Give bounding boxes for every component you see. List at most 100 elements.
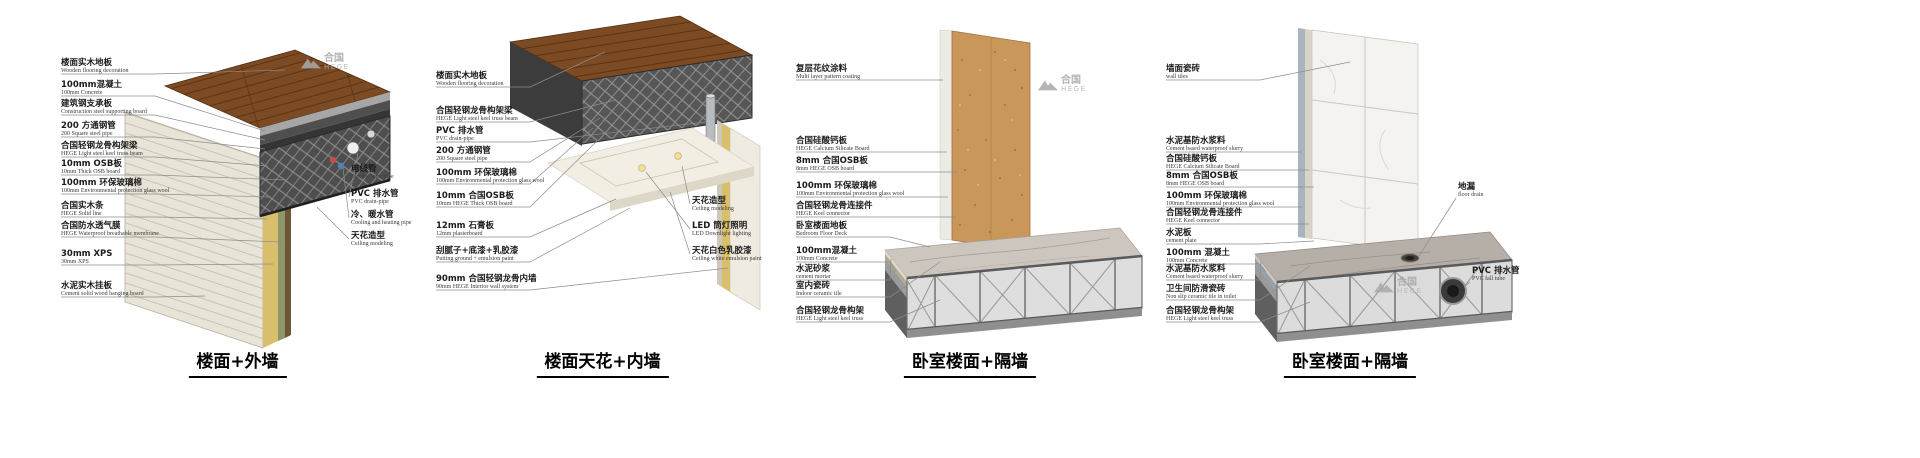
en-text: 30mm XPS	[61, 259, 89, 266]
zh-text: 楼面实木地板	[436, 71, 488, 81]
en-text: cement plate	[1166, 238, 1197, 245]
en-text: 100mm Concrete	[61, 90, 103, 97]
zh-text: 卫生间防滑瓷砖	[1166, 284, 1226, 294]
en-text: Putting ground + emulsion paint	[436, 256, 514, 263]
ceiling-step-modeling	[578, 138, 720, 187]
zh-text: 30mm XPS	[61, 249, 113, 259]
truss-posts	[934, 259, 1116, 327]
en-text: 12mm plasterboard	[436, 231, 483, 238]
en-text: Indoor ceramic tile	[796, 291, 842, 298]
zh-text: 10mm OSB板	[61, 159, 122, 169]
zh-text: 100mm 混凝土	[1166, 248, 1230, 258]
en-text: 8mm HEGE OSB board	[1166, 181, 1225, 188]
zh-text: 合国轻钢龙骨连接件	[796, 201, 873, 211]
zh-text: 合国轻钢龙骨构架梁	[61, 141, 138, 151]
zh-text: PVC 排水管	[351, 189, 399, 199]
zh-text: 合国实木条	[61, 201, 104, 211]
en-text: 200 Square steel pipe	[61, 131, 113, 138]
en-text: Multi layer pattern coating	[796, 74, 861, 81]
zh-text: 水泥实木挂板	[61, 281, 113, 291]
zh-text: 合国轻钢龙骨连接件	[1166, 208, 1243, 218]
pvc-pipe-top	[705, 93, 716, 99]
marble-vein	[939, 255, 1091, 273]
zh-text: 100mm混凝土	[61, 80, 122, 90]
electric-conduit	[366, 129, 376, 139]
en-text: PVC fall tube	[1472, 276, 1505, 283]
en-text: HEGE Light steel keel truss beam	[436, 116, 518, 123]
zh-text: 天花白色乳胶漆	[692, 246, 752, 256]
en-text: wall tiles	[1166, 74, 1188, 81]
ceiling-modeling-edge	[259, 178, 391, 218]
zh-text: 10mm 合国OSB板	[436, 191, 514, 201]
hege-mountain-logo-icon	[1374, 281, 1394, 292]
zh-text: 100mm 环保玻璃棉	[61, 178, 142, 188]
steel-board-layer-edge	[260, 100, 390, 145]
zh-text: 卧室楼面地板	[796, 221, 848, 231]
zh-text: 合国轻钢龙骨构架	[1166, 306, 1235, 316]
osb-speckles-light	[959, 59, 1021, 186]
floor-drain-hole	[1405, 256, 1415, 260]
pvc-fall-tube-hole	[1447, 285, 1459, 297]
en-text: 10mm Thick OSB board	[61, 169, 121, 176]
zh-text: 100mm混凝土	[796, 246, 857, 256]
zh-text: 天花造型	[692, 196, 727, 206]
en-text: Non slip ceramic tile in toilet	[1166, 294, 1237, 301]
bedroom-floor-diagram	[796, 29, 1143, 338]
logo-en: HEGE	[1061, 85, 1087, 93]
en-text: floor drain	[1458, 192, 1484, 199]
en-text: LED Downlight lighting	[692, 231, 751, 238]
silicate-edge	[1305, 29, 1312, 239]
zh-text: 地漏	[1458, 182, 1476, 192]
zh-text: 8mm 合国OSB板	[796, 156, 868, 166]
floor-exterior-wall-diagram	[61, 49, 392, 349]
hot-water-pipe	[329, 156, 337, 164]
zh-text: 室内瓷砖	[796, 281, 831, 291]
en-text: Ceiling white emulsion paint	[692, 256, 762, 263]
cold-water-pipe	[337, 162, 345, 170]
en-text: 100mm Environmental protection glass woo…	[1166, 201, 1275, 208]
en-text: 100mm Environmental protection glass woo…	[436, 178, 545, 185]
zh-text: 冷、暖水管	[351, 210, 394, 220]
marble-vein	[909, 237, 1111, 263]
tile-layer-edge	[885, 250, 907, 282]
toilet-floor-diagram	[1166, 28, 1513, 342]
zh-text: 合国防水透气膜	[61, 221, 121, 231]
logo-en: HEGE	[324, 63, 350, 71]
zh-text: 电线管	[351, 164, 377, 174]
zh-text: 合国轻钢龙骨构架	[796, 306, 865, 316]
marble-vein	[1289, 251, 1481, 277]
zh-text: 墙面瓷砖	[1166, 64, 1201, 74]
en-text: cement mortar	[796, 274, 831, 281]
panel-title: 楼面+外墙	[188, 347, 287, 378]
zh-text: 90mm 合国轻钢龙骨内墙	[436, 274, 537, 284]
tile-layer-edge	[1255, 254, 1277, 286]
waterproof-edge	[1298, 28, 1305, 238]
en-text: Cooling and heating pipe	[351, 220, 412, 227]
zh-text: 合国硅酸钙板	[1166, 154, 1218, 164]
